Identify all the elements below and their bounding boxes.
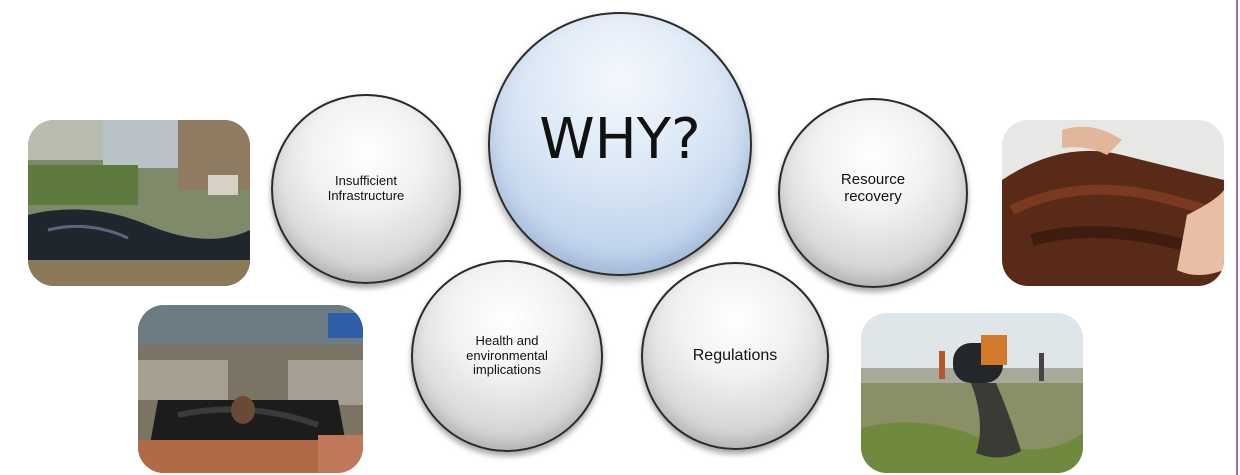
- manual-scavenging-photo: [138, 305, 363, 473]
- health-environment-bubble: Health and environmental implications: [411, 260, 603, 452]
- compost-photo: [1002, 120, 1224, 286]
- why-center-bubble: WHY?: [488, 12, 752, 276]
- regulations-bubble: Regulations: [641, 262, 829, 450]
- slide-edge-rule: [1236, 0, 1238, 475]
- why-title: WHY?: [539, 106, 701, 172]
- health-environment-label: Health and environmental implications: [466, 332, 548, 378]
- resource-recovery-label: Resource recovery: [840, 170, 906, 205]
- insufficient-infrastructure-bubble: Insufficient Infrastructure: [271, 94, 461, 284]
- open-drain-photo: [28, 120, 250, 286]
- resource-recovery-bubble: Resource recovery: [778, 98, 968, 288]
- desludging-truck-photo: [861, 313, 1083, 473]
- insufficient-infrastructure-label: Insufficient Infrastructure: [327, 173, 405, 203]
- regulations-label: Regulations: [692, 346, 778, 364]
